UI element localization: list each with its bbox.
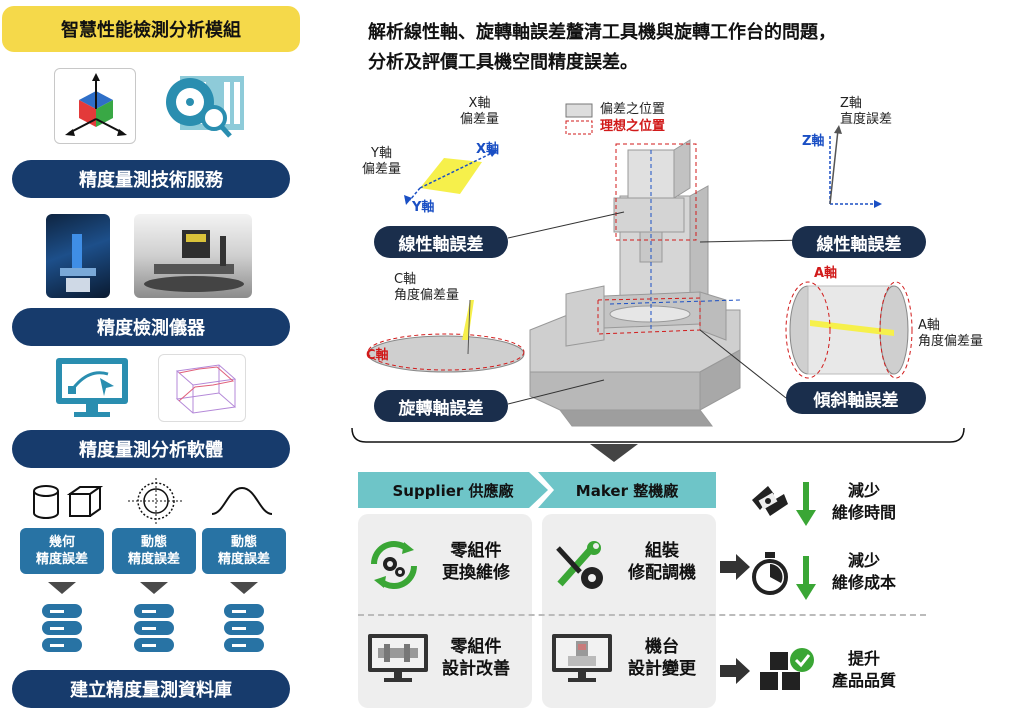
maker-header: Maker 整機廠 <box>538 472 716 508</box>
a-angle-label: A軸 角度偏差量 <box>918 318 983 350</box>
panel-assembly-tuning: 組裝 修配調機 <box>614 540 710 584</box>
x-axis-label: X軸 <box>476 142 500 157</box>
error-type-geometric: 幾何 精度誤差 <box>20 528 104 574</box>
c-axis-label: C軸 <box>366 348 389 363</box>
panel-text-line1: 零組件 <box>450 541 502 561</box>
panel-replace-repair: 零組件 更換維修 <box>428 540 524 584</box>
database-icon <box>222 602 266 656</box>
legend-actual-label: 偏差之位置 <box>600 102 666 117</box>
arrow-right-icon <box>720 658 750 684</box>
arrow-right-icon <box>720 554 750 580</box>
result-line1: 減少 <box>847 551 880 570</box>
panel-text-line1: 機台 <box>645 637 679 657</box>
x-offset-line1: X軸 <box>468 96 491 111</box>
y-axis-label: Y軸 <box>412 200 435 215</box>
section-measurement-database: 建立精度量測資料庫 <box>12 670 290 708</box>
recycle-gears-icon <box>366 540 422 590</box>
error-type-dynamic-1: 動態 精度誤差 <box>112 528 196 574</box>
x-offset-line2: 偏差量 <box>460 112 500 127</box>
result-reduce-repair-cost: 減少 維修成本 <box>814 550 914 594</box>
panel-machine-design: 機台 設計變更 <box>614 636 710 680</box>
a-angle-line1: A軸 <box>918 318 940 333</box>
panel-text-line2: 設計改善 <box>442 659 510 679</box>
error-type-line2: 精度誤差 <box>35 552 88 567</box>
z-straightness-label: Z軸 直度誤差 <box>840 96 892 128</box>
section-measurement-service: 精度量測技術服務 <box>12 160 290 198</box>
error-type-line1: 幾何 <box>48 535 75 550</box>
result-line1: 減少 <box>847 481 880 500</box>
maker-panel <box>542 514 716 708</box>
down-arrow-icon <box>140 582 168 594</box>
c-angle-line1: C軸 <box>394 272 417 287</box>
circle-target-icon <box>126 478 186 524</box>
section-analysis-software: 精度量測分析軟體 <box>12 430 290 468</box>
x-offset-label: X軸 偏差量 <box>460 96 499 128</box>
panel-text-line1: 組裝 <box>645 541 679 561</box>
down-arrow-icon <box>48 582 76 594</box>
y-offset-label: Y軸 偏差量 <box>362 146 401 178</box>
c-angle-line2: 角度偏差量 <box>394 288 460 303</box>
result-line2: 維修時間 <box>831 503 896 522</box>
error-type-line1: 動態 <box>140 535 167 550</box>
result-line2: 產品品質 <box>831 671 896 690</box>
axis-cube-icon <box>54 68 136 144</box>
error-type-dynamic-2: 動態 精度誤差 <box>202 528 286 574</box>
quality-boxes-icon <box>758 646 818 694</box>
headline-line2: 分析及評價工具機空間精度誤差。 <box>368 52 638 73</box>
stopwatch-icon <box>750 552 790 596</box>
machine-monitor-icon <box>550 632 614 686</box>
money-wings-icon <box>746 480 792 526</box>
sine-wave-icon <box>210 484 274 518</box>
error-type-line2: 精度誤差 <box>217 552 270 567</box>
result-improve-quality: 提升 產品品質 <box>814 648 914 692</box>
c-angle-label: C軸 角度偏差量 <box>394 272 459 304</box>
headline-line1: 解析線性軸、旋轉軸誤差釐清工具機與旋轉工作台的問題， <box>368 22 836 43</box>
panel-component-design: 零組件 設計改善 <box>428 636 524 680</box>
instrument-photo-left <box>46 214 110 298</box>
result-reduce-repair-time: 減少 維修時間 <box>814 480 914 524</box>
a-axis-label: A軸 <box>814 266 838 281</box>
down-arrow-green-icon <box>796 556 816 600</box>
headline: 解析線性軸、旋轉軸誤差釐清工具機與旋轉工作台的問題， 分析及評價工具機空間精度誤… <box>368 18 988 78</box>
error-type-line1: 動態 <box>230 535 257 550</box>
rotary-axis-error: 旋轉軸誤差 <box>374 390 508 422</box>
wrench-gear-icon <box>552 540 612 592</box>
supplier-header: Supplier 供應廠 <box>358 472 548 508</box>
z-straightness-line2: 直度誤差 <box>840 112 893 127</box>
analysis-plot-thumbnail <box>158 354 246 422</box>
z-axis-label: Z軸 <box>802 134 825 149</box>
inspection-magnifier-icon <box>160 72 246 142</box>
y-offset-line1: Y軸 <box>371 146 392 161</box>
database-icon <box>132 602 176 656</box>
linear-axis-error-right: 線性軸誤差 <box>792 226 926 258</box>
y-offset-line2: 偏差量 <box>362 162 402 177</box>
instrument-photo-right <box>134 214 252 298</box>
down-arrow-green-icon <box>796 482 816 526</box>
divider <box>358 614 926 616</box>
a-angle-line2: 角度偏差量 <box>918 334 984 349</box>
z-straightness-line1: Z軸 <box>840 96 862 111</box>
panel-text-line2: 更換維修 <box>442 563 510 583</box>
down-arrow-icon <box>230 582 258 594</box>
cylinder-cube-icon <box>30 484 104 520</box>
error-type-line2: 精度誤差 <box>127 552 180 567</box>
software-monitor-icon <box>54 356 130 420</box>
panel-text-line1: 零組件 <box>450 637 502 657</box>
result-line2: 維修成本 <box>831 573 896 592</box>
module-title: 智慧性能檢測分析模組 <box>2 6 300 52</box>
linear-axis-error-left: 線性軸誤差 <box>374 226 508 258</box>
panel-text-line2: 設計變更 <box>628 659 696 679</box>
database-icon <box>40 602 84 656</box>
tilt-axis-error: 傾斜軸誤差 <box>786 382 926 414</box>
component-monitor-icon <box>366 632 430 686</box>
result-line1: 提升 <box>847 649 880 668</box>
panel-text-line2: 修配調機 <box>628 563 696 583</box>
section-inspection-instruments: 精度檢測儀器 <box>12 308 290 346</box>
legend-ideal-label: 理想之位置 <box>600 119 666 134</box>
